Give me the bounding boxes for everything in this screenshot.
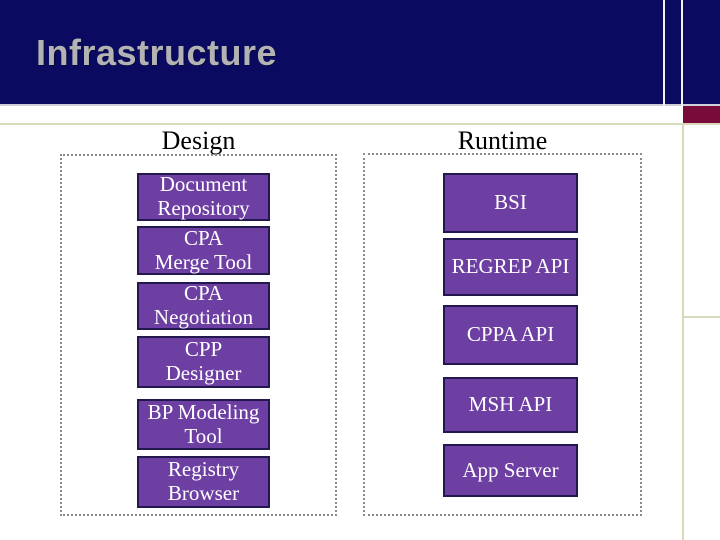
decor-vertical-stripe-2 [681,0,683,106]
design-box-cpa-merge-tool: CPA Merge Tool [137,226,270,275]
design-group-outline [60,154,337,516]
runtime-group-outline [363,153,642,516]
design-box-cpa-negotiation: CPA Negotiation [137,282,270,330]
runtime-box-app-server: App Server [443,444,578,497]
design-column-header: Design [161,126,236,155]
decor-right-horizontal-rule [684,316,720,318]
runtime-box-bsi: BSI [443,173,578,233]
title-bar: Infrastructure [0,0,720,106]
design-box-cpp-designer: CPP Designer [137,336,270,388]
runtime-column-header: Runtime [457,126,548,155]
slide-title: Infrastructure [36,32,278,73]
decor-right-vertical-rule [682,124,684,540]
runtime-box-msh-api: MSH API [443,377,578,433]
design-box-registry-browser: Registry Browser [137,456,270,508]
runtime-box-regrep-api: REGREP API [443,238,578,296]
decor-horizontal-rule [0,123,720,125]
design-box-document-repository: Document Repository [137,173,270,221]
decor-vertical-stripe-1 [663,0,665,106]
design-box-bp-modeling-tool: BP Modeling Tool [137,399,270,450]
decor-maroon-accent [683,106,720,124]
runtime-box-cppa-api: CPPA API [443,305,578,365]
